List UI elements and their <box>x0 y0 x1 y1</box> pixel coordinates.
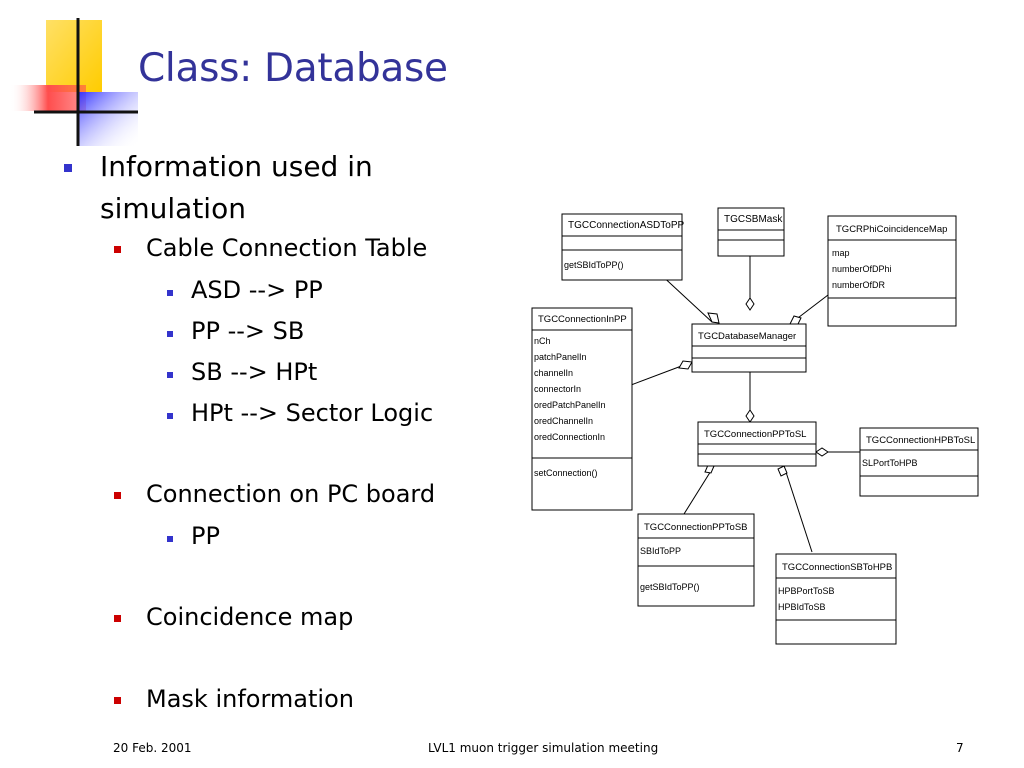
uml-attribute: oredChannelIn <box>534 416 593 426</box>
sub-sub-bullet-pp: PP <box>191 522 220 550</box>
uml-class-name: TGCConnectionPPToSL <box>704 429 806 440</box>
footer-date: 20 Feb. 2001 <box>113 741 192 755</box>
uml-attribute: oredPatchPanelIn <box>534 400 606 410</box>
uml-class-connection-in-pp: TGCConnectionInPP nCh patchPanelIn chann… <box>531 307 633 511</box>
uml-class-name: TGCSBMask <box>724 214 783 225</box>
uml-class-name: TGCConnectionPPToSB <box>644 522 748 533</box>
footer-meeting-title: LVL1 muon trigger simulation meeting <box>428 741 659 755</box>
sub-bullet-mask-information: Mask information <box>146 685 354 713</box>
sub-bullet-cable-connection: Cable Connection Table <box>146 234 428 262</box>
uml-attribute: SLPortToHPB <box>862 458 918 468</box>
bullet-square-icon <box>167 372 173 378</box>
uml-attribute: nCh <box>534 336 551 346</box>
footer-page-number: 7 <box>956 741 964 755</box>
uml-class-database-manager: TGCDatabaseManager <box>691 323 807 373</box>
uml-class-sb-to-hpb: TGCConnectionSBToHPB HPBPortToSB HPBIdTo… <box>775 553 897 645</box>
sub-bullet-connection-pc-board: Connection on PC board <box>146 480 436 508</box>
uml-attribute: HPBIdToSB <box>778 602 826 612</box>
uml-attribute: HPBPortToSB <box>778 586 835 596</box>
uml-class-pp-to-sb: TGCConnectionPPToSB SBIdToPP getSBIdToPP… <box>637 513 755 607</box>
sub-sub-bullet-sb-hpt: SB --> HPt <box>191 358 318 386</box>
sub-sub-bullet-pp-sb: PP --> SB <box>191 317 305 345</box>
uml-attribute: channelIn <box>534 368 573 378</box>
uml-class-hpb-to-sl: TGCConnectionHPBToSL SLPortToHPB <box>859 427 979 497</box>
uml-attribute: numberOfDPhi <box>832 264 892 274</box>
uml-class-sb-mask: TGCSBMask <box>717 207 785 257</box>
bullet-list: Information used in simulation Cable Con… <box>0 0 520 720</box>
uml-class-name: TGCConnectionSBToHPB <box>782 562 892 573</box>
sub-sub-bullet-asd-pp: ASD --> PP <box>191 276 323 304</box>
uml-class-pp-to-sl: TGCConnectionPPToSL <box>697 421 817 467</box>
uml-attribute: numberOfDR <box>832 280 886 290</box>
bullet-square-icon <box>114 615 121 622</box>
sub-bullet-coincidence-map: Coincidence map <box>146 603 354 631</box>
uml-attribute: map <box>832 248 850 258</box>
bullet-information-used: Information used in simulation <box>100 150 373 225</box>
bullet-square-icon <box>167 413 173 419</box>
uml-class-name: TGCConnectionInPP <box>538 314 627 325</box>
bullet-square-icon <box>114 246 121 253</box>
uml-class-name: TGCConnectionASDToPP <box>568 220 684 231</box>
bullet-square-icon <box>64 164 72 172</box>
bullet-square-icon <box>167 536 173 542</box>
uml-method: setConnection() <box>534 468 598 478</box>
uml-class-name: TGCDatabaseManager <box>698 331 796 342</box>
bullet-square-icon <box>167 290 173 296</box>
uml-class-asd-to-pp: TGCConnectionASDToPP getSBIdToPP() <box>561 213 684 281</box>
bullet-square-icon <box>114 492 121 499</box>
sub-sub-bullet-hpt-sl: HPt --> Sector Logic <box>191 399 434 427</box>
uml-attribute: SBIdToPP <box>640 546 681 556</box>
slide-title: Class: Database <box>138 46 448 91</box>
bullet-square-icon <box>167 331 173 337</box>
uml-class-rphi-coincidence-map: TGCRPhiCoincidenceMap map numberOfDPhi n… <box>827 215 957 327</box>
uml-method: getSBIdToPP() <box>640 582 700 592</box>
bullet-square-icon <box>114 697 121 704</box>
uml-attribute: patchPanelIn <box>534 352 587 362</box>
uml-attribute: oredConnectionIn <box>534 432 605 442</box>
uml-class-name: TGCConnectionHPBToSL <box>866 435 975 446</box>
uml-class-name: TGCRPhiCoincidenceMap <box>836 224 947 235</box>
uml-method: getSBIdToPP() <box>564 260 624 270</box>
uml-class-diagram: TGCConnectionASDToPP getSBIdToPP() TGCSB… <box>531 207 979 645</box>
uml-attribute: connectorIn <box>534 384 581 394</box>
corner-logo-graphic <box>10 18 138 146</box>
